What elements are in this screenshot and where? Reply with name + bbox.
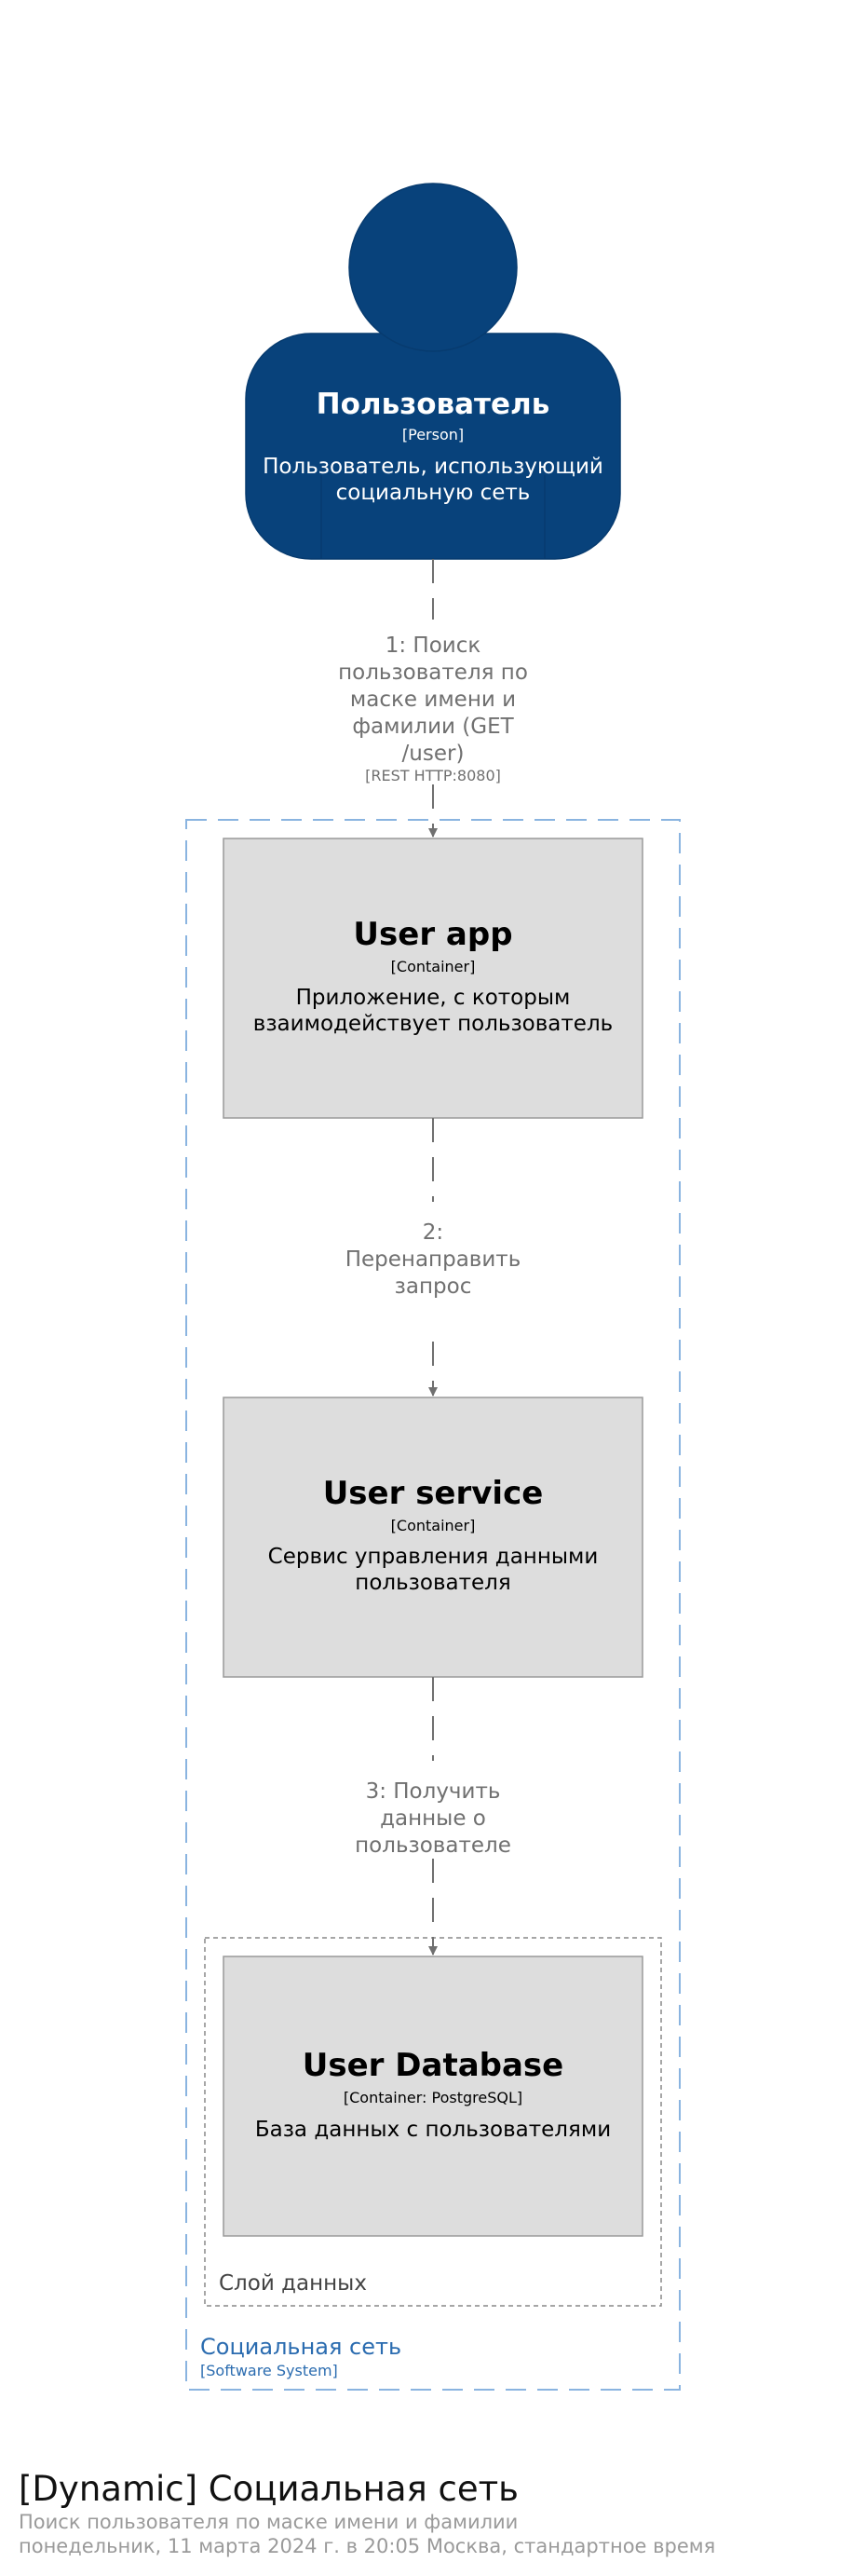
- container-user-service-description-line-1: Сервис управления данными: [268, 1545, 599, 1569]
- relationship-1-label-line-3: маске имени и: [350, 688, 516, 712]
- relationship-1-label-line-5: /user): [402, 742, 465, 766]
- person-body: [245, 333, 621, 560]
- container-user-app-name: User app: [353, 916, 512, 953]
- relationship-3-label-line-2: данные о: [380, 1806, 486, 1831]
- relationship-1-label-line-1: 1: Поиск: [386, 634, 481, 658]
- software-system-name: Социальная сеть: [200, 2334, 401, 2360]
- container-user-service-description-line-2: пользователя: [355, 1571, 510, 1595]
- diagram-description: Поиск пользователя по маске имени и фами…: [19, 2511, 519, 2533]
- relationship-2-label-line-1: 2:: [423, 1220, 443, 1245]
- container-user-database-name: User Database: [303, 2047, 563, 2084]
- dynamic-diagram: Социальная сеть [Software System] Слой д…: [185, 183, 681, 2391]
- software-system-type: [Software System]: [200, 2362, 338, 2379]
- container-user-app-type: [Container]: [391, 958, 476, 975]
- container-user-service-type: [Container]: [391, 1517, 476, 1534]
- container-user-app-description-line-1: Приложение, с которым: [296, 986, 571, 1010]
- person-description-line-1: Пользователь, использующий: [263, 455, 603, 479]
- relationship-3-label-line-1: 3: Получить: [366, 1779, 501, 1804]
- person-type: [Person]: [402, 426, 464, 443]
- person-head: [348, 183, 518, 352]
- container-user-app[interactable]: User app [Container] Приложение, с котор…: [223, 838, 643, 1119]
- diagram-footer: [Dynamic] Социальная сеть Поиск пользова…: [19, 2469, 857, 2558]
- diagram-title: [Dynamic] Социальная сеть: [19, 2469, 519, 2509]
- relationship-2-label-line-2: Перенаправить: [345, 1247, 521, 1272]
- relationship-1-technology: [REST HTTP:8080]: [365, 767, 501, 784]
- container-user-database-type: [Container: PostgreSQL]: [344, 2089, 522, 2106]
- relationship-1[interactable]: 1: Поиск пользователя по маске имени и ф…: [338, 559, 528, 838]
- container-user-database-description-line-1: База данных с пользователями: [255, 2118, 611, 2142]
- relationship-1-label-line-4: фамилии (GET: [352, 715, 514, 739]
- person-description-line-2: социальную сеть: [336, 481, 531, 505]
- relationship-1-label-line-2: пользователя по: [338, 661, 528, 685]
- container-user-service[interactable]: User service [Container] Сервис управлен…: [223, 1397, 643, 1678]
- diagram-timestamp: понедельник, 11 марта 2024 г. в 20:05 Мо…: [19, 2535, 716, 2557]
- container-user-database[interactable]: User Database [Container: PostgreSQL] Ба…: [223, 1956, 643, 2237]
- person-name: Пользователь: [317, 388, 550, 421]
- container-user-app-description-line-2: взаимодействует пользователь: [253, 1012, 613, 1036]
- relationship-3[interactable]: 3: Получить данные о пользователе: [355, 1677, 511, 1956]
- relationship-2[interactable]: 2: Перенаправить запрос: [345, 1118, 521, 1397]
- relationship-3-label-line-3: пользователе: [355, 1833, 511, 1858]
- container-user-service-name: User service: [323, 1475, 544, 1512]
- data-layer-name: Слой данных: [219, 2271, 367, 2296]
- person-element[interactable]: Пользователь [Person] Пользователь, испо…: [245, 183, 621, 560]
- relationship-2-label-line-3: запрос: [395, 1274, 472, 1299]
- software-system-boundary: Социальная сеть [Software System]: [185, 819, 681, 2391]
